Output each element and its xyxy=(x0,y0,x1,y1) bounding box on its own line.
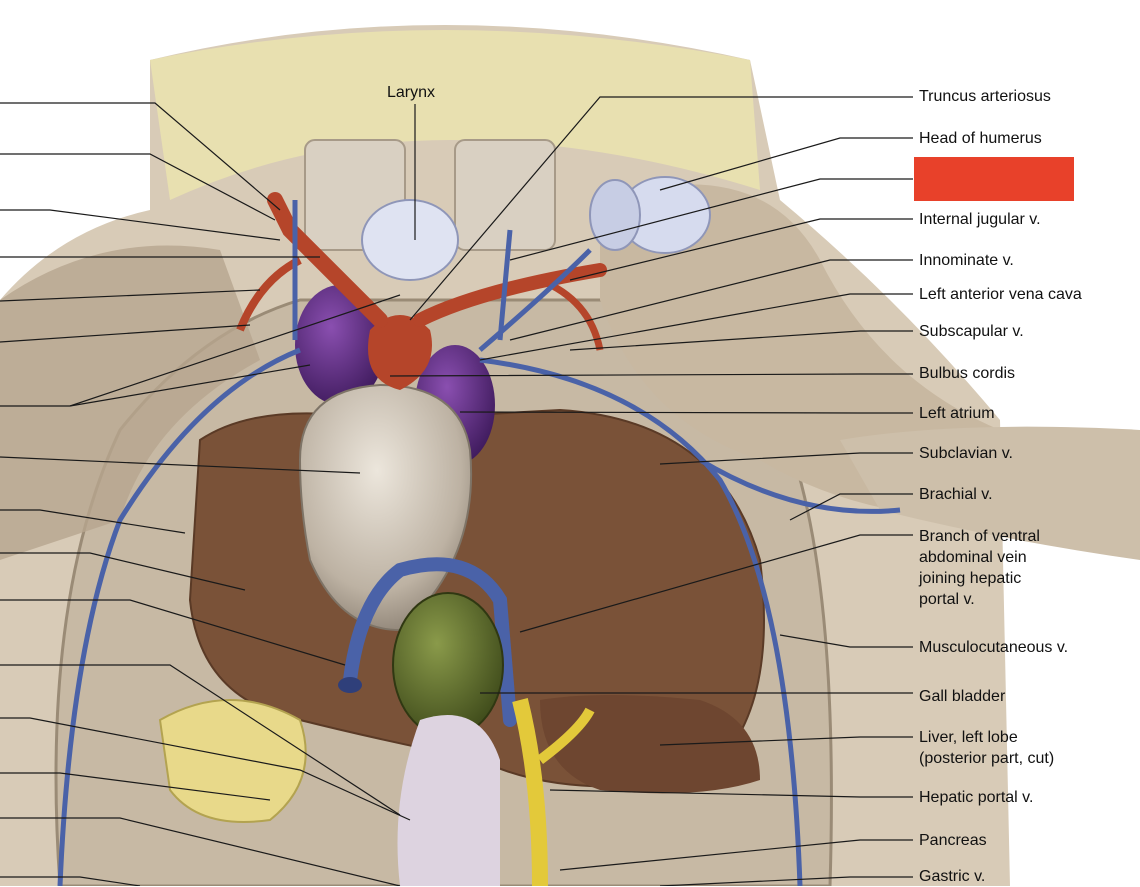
leader-left-5 xyxy=(0,289,261,302)
right-forearm xyxy=(840,426,1140,560)
label-truncus-arteriosus: Truncus arteriosus xyxy=(919,88,1051,105)
label-gall-bladder: Gall bladder xyxy=(919,688,1006,705)
label-left-anterior-vena-cava: Left anterior vena cava xyxy=(919,286,1082,303)
throat-muscle-right xyxy=(454,139,556,251)
innominate-vein-right xyxy=(478,248,592,352)
leader-left-13 xyxy=(0,664,401,816)
humerus-head-left-shape xyxy=(589,179,641,251)
leader-left-14 xyxy=(0,717,411,821)
label-hepatic-portal: Hepatic portal v. xyxy=(919,789,1034,806)
label-branch-line-4: portal v. xyxy=(919,591,975,608)
leader-brachial xyxy=(789,493,913,521)
hepatic-portal-branch xyxy=(536,707,595,764)
left-lung xyxy=(0,245,260,561)
artery-branch-1 xyxy=(236,256,302,332)
label-pancreas: Pancreas xyxy=(919,832,987,849)
leader-humerus xyxy=(659,137,913,191)
leader-bulbus xyxy=(389,373,913,377)
label-larynx: Larynx xyxy=(387,84,436,101)
label-bulbus-cordis: Bulbus cordis xyxy=(919,365,1016,382)
leader-internal-jugular xyxy=(569,218,913,281)
jugular-vein-right xyxy=(497,229,513,341)
label-musculocutaneous: Musculocutaneous v. xyxy=(919,639,1069,656)
label-branch-line-2: abdominal vein xyxy=(919,549,1027,566)
leader-left-2 xyxy=(0,153,276,221)
intestine-shape xyxy=(397,715,500,886)
liver-left-lobe-shape xyxy=(540,695,760,794)
leader-left-8 xyxy=(69,364,311,407)
leader-truncus xyxy=(409,96,913,321)
bulbus-cordis-shape xyxy=(368,315,432,390)
leader-left-atrium xyxy=(459,411,913,414)
leader-gastric xyxy=(659,876,913,886)
leader-musculo xyxy=(779,634,913,648)
leader-left-6 xyxy=(0,324,251,343)
label-subclavian: Subclavian v. xyxy=(919,445,1013,462)
vessel-cut-end xyxy=(338,677,362,693)
leader-branch xyxy=(519,534,913,633)
leader-lacv xyxy=(479,293,913,361)
pancreas-shape xyxy=(158,699,307,823)
larynx-shape xyxy=(361,199,459,281)
label-branch-line-1: Branch of ventral xyxy=(919,528,1040,545)
leader-left-11 xyxy=(0,552,246,591)
leader-innominate xyxy=(509,259,913,341)
leader-pancreas xyxy=(559,839,913,871)
hepatic-portal-shape xyxy=(512,698,548,886)
label-left-atrium: Left atrium xyxy=(919,405,995,422)
label-branch-line-3: joining hepatic xyxy=(919,570,1022,587)
right-atrium-shape xyxy=(295,285,385,405)
leader-left-1 xyxy=(0,102,281,211)
leader-left-17 xyxy=(0,876,141,886)
throat-region xyxy=(150,30,760,200)
leader-hepatic xyxy=(549,789,913,798)
label-head-of-humerus: Head of humerus xyxy=(919,130,1042,147)
artery-branch-2 xyxy=(538,276,604,351)
label-innominate: Innominate v. xyxy=(919,252,1014,269)
ventral-abdominal-branch xyxy=(343,557,517,727)
leader-redacted xyxy=(509,178,913,261)
leader-left-3 xyxy=(0,209,281,241)
leader-liver xyxy=(659,736,913,746)
leader-lines xyxy=(0,96,913,886)
leader-subscapular xyxy=(569,330,913,351)
arterial-arch-right xyxy=(413,263,607,327)
subclavian-vein-right xyxy=(479,357,803,886)
label-liver-line-1: Liver, left lobe xyxy=(919,729,1018,746)
label-gastric: Gastric v. xyxy=(919,868,986,885)
leader-left-10 xyxy=(0,509,186,534)
leader-subclavian xyxy=(659,452,913,465)
label-liver-line-2: (posterior part, cut) xyxy=(919,750,1055,767)
label-internal-jugular: Internal jugular v. xyxy=(919,211,1041,228)
label-subscapular: Subscapular v. xyxy=(919,323,1024,340)
redacted-label-box xyxy=(914,157,1074,201)
subclavian-vein-left xyxy=(57,347,301,886)
leader-left-15 xyxy=(0,772,271,801)
brachial-vein xyxy=(698,457,901,514)
label-brachial: Brachial v. xyxy=(919,486,993,503)
leader-left-9 xyxy=(0,456,361,474)
leader-left-16 xyxy=(0,817,401,886)
leader-left-12 xyxy=(0,599,346,666)
